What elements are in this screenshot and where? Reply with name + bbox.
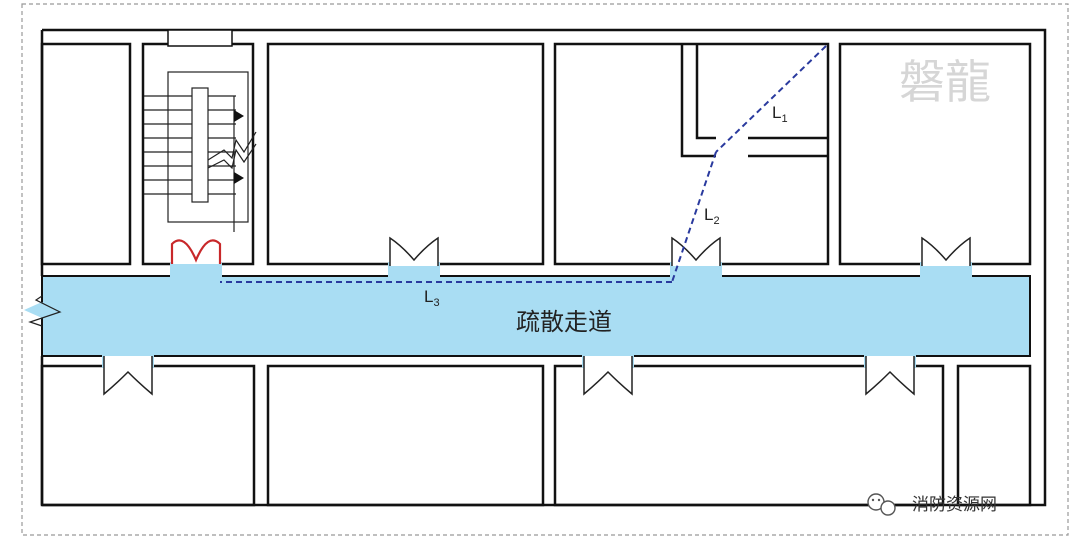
path-l1 — [715, 45, 827, 153]
doors — [102, 236, 972, 396]
watermark: 磐龍 — [899, 55, 991, 109]
label-l1: L1 — [772, 103, 788, 125]
wechat-icon — [867, 493, 896, 516]
label-l3: L3 — [424, 287, 440, 309]
bottom-rooms — [40, 364, 1032, 507]
path-l2 — [671, 151, 717, 283]
staircase-icon — [144, 71, 257, 232]
evacuation-paths — [220, 45, 827, 283]
evacuation-corridor — [24, 275, 1031, 357]
source-label: 消防资源网 — [912, 495, 997, 515]
corridor-label: 疏散走道 — [516, 308, 612, 336]
outer-frame — [21, 3, 1069, 536]
stair-door — [170, 239, 222, 264]
label-l2: L2 — [704, 205, 720, 227]
top-rooms — [40, 29, 1032, 266]
